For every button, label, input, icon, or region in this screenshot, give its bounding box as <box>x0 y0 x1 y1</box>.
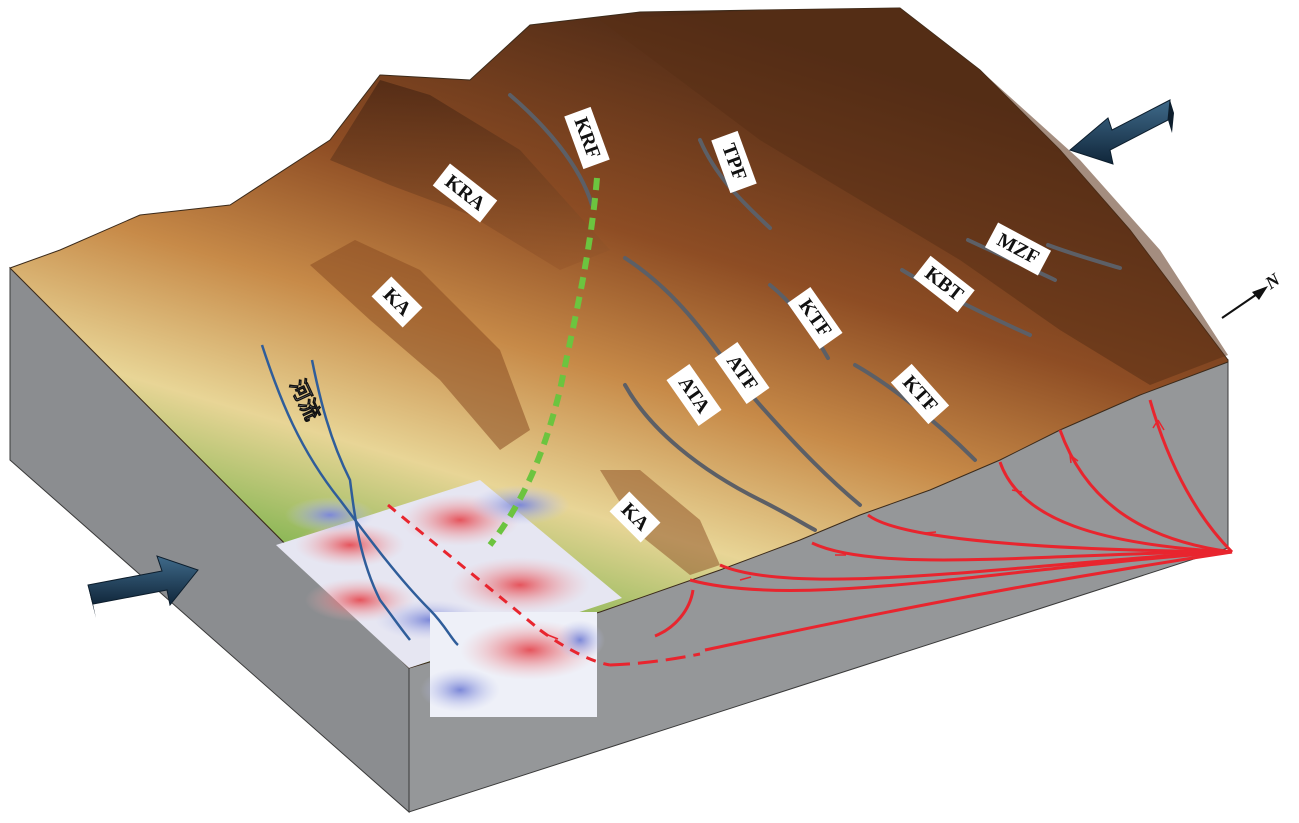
river <box>260 344 459 646</box>
buried-fault-trace <box>387 503 541 632</box>
anomaly-map-section <box>420 612 605 717</box>
fault-trace-mzf-2 <box>1046 243 1122 270</box>
fault-trace-ata <box>623 383 817 532</box>
fault-trace-krf <box>508 93 594 207</box>
fault-trace-atf <box>623 256 862 507</box>
section-faults <box>539 399 1234 667</box>
ridge-kra <box>330 80 610 270</box>
compression-arrow-icon <box>87 555 199 618</box>
ridge-ka-upper <box>310 240 530 450</box>
inferred-fault <box>487 177 600 547</box>
ridge-main-range <box>600 8 1228 385</box>
fault-motion-ticks <box>547 419 1165 640</box>
compression-arrow-icon <box>1068 99 1174 165</box>
label-ka-lower: KA <box>609 491 661 543</box>
fault-traces <box>508 93 1122 532</box>
north-arrow-icon: N <box>1221 269 1284 319</box>
